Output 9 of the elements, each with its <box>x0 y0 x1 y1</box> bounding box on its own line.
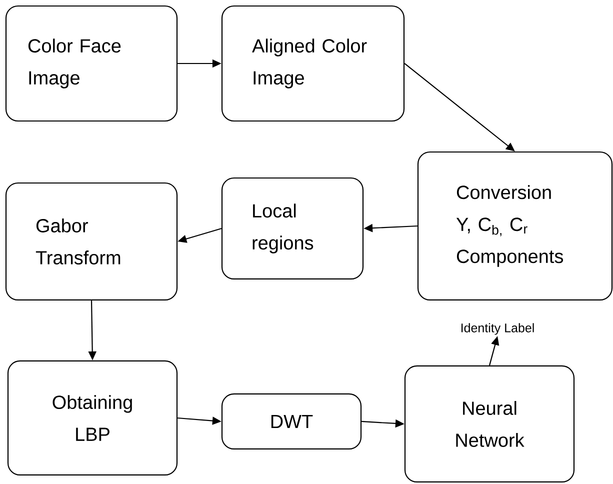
process-box: Obtaining LBP <box>7 360 178 476</box>
process-box: Conversion Y, C$_{b,}$ C$_{r}$ Components <box>417 151 613 301</box>
process-box: Local regions <box>221 177 364 280</box>
process-box: Neural Network <box>404 365 575 483</box>
process-box: Color Face Image <box>5 5 178 122</box>
process-box: Aligned Color Image <box>221 5 405 122</box>
process-box: Gabor Transform <box>5 182 178 301</box>
process-box: DWT <box>221 393 362 450</box>
output-label: Identity Label <box>461 323 534 335</box>
